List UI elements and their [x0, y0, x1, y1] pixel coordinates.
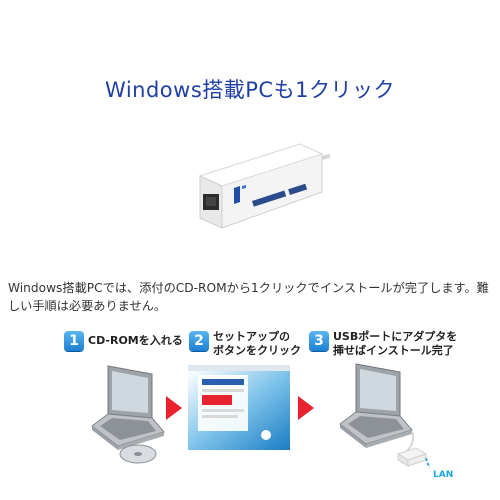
description-text: Windows搭載PCでは、添付のCD-ROMから1クリックでインストールが完了… [8, 281, 489, 313]
step-1-badge: 1 [64, 331, 84, 351]
step-3-title-line2: 挿せばインストール完了 [333, 344, 454, 357]
step-3-badge: 3 [309, 331, 329, 351]
headline: Windows搭載PCも1クリック [105, 78, 395, 102]
step-2-title-line1: セットアップの [213, 330, 290, 343]
step-2-badge: 2 [189, 331, 209, 351]
usb-lan-adapter-image [198, 143, 330, 229]
laptop-with-cd-image [91, 365, 165, 464]
step-2-title-line2: ボタンをクリック [213, 344, 301, 357]
arrow-right-icon-1 [166, 396, 182, 420]
step-3-title-line1: USBポートにアダプタを [333, 330, 458, 343]
laptop-with-adapter-image [339, 363, 430, 469]
setup-screen-image [188, 365, 290, 450]
arrow-right-icon-2 [298, 396, 314, 420]
lan-label: LAN [433, 470, 454, 480]
step-1-title: CD-ROMを入れる [88, 334, 183, 347]
